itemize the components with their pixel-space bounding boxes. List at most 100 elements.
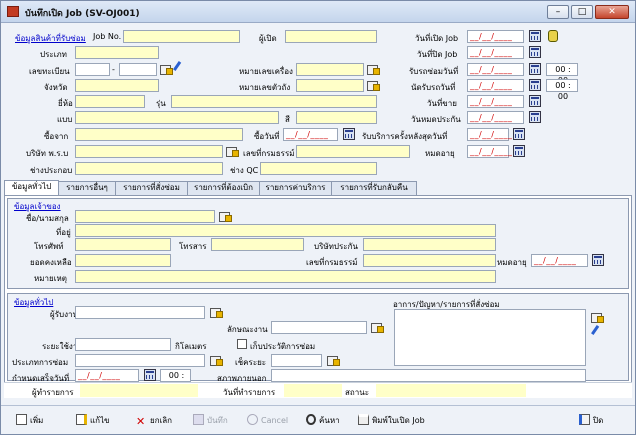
edit-button[interactable]: แก้ไข [76, 414, 110, 428]
owner-policy-input[interactable] [363, 254, 496, 267]
model-input[interactable] [171, 95, 377, 108]
minimize-button[interactable]: – [547, 5, 569, 19]
save-button[interactable]: บันทึก [193, 414, 228, 428]
policy-input[interactable] [296, 145, 410, 158]
fax-input[interactable] [211, 238, 304, 251]
calendar-icon[interactable] [513, 128, 525, 140]
opener-input[interactable] [285, 30, 377, 43]
calendar-icon[interactable] [592, 254, 604, 266]
province-input[interactable] [75, 79, 159, 92]
sale-date-input[interactable]: __/__/____ [467, 95, 524, 108]
series-input[interactable] [75, 111, 279, 124]
calendar-icon[interactable] [513, 145, 525, 157]
type-input[interactable] [75, 46, 159, 59]
tab-repair-items[interactable]: รายการที่สั่งซ่อม [115, 181, 188, 195]
brand-input[interactable] [75, 95, 145, 108]
search-button[interactable]: ค้นหา [306, 414, 340, 428]
lookup-icon[interactable] [367, 80, 380, 91]
insurer-label: บริษัท พ.ร.บ [26, 149, 69, 158]
general-info-link[interactable]: ข้อมูลทั่วไป [14, 298, 54, 307]
calendar-icon[interactable] [529, 63, 541, 75]
open-date-input[interactable]: __/__/____ [467, 30, 524, 43]
tab-other[interactable]: รายการอื่นๆ [58, 181, 116, 195]
new-document-icon [16, 414, 27, 425]
cancel-button[interactable]: Cancel [247, 414, 288, 428]
calendar-icon[interactable] [343, 128, 355, 140]
warranty-date-input[interactable]: __/__/____ [467, 111, 524, 124]
repair-type-input[interactable] [75, 354, 205, 367]
note-input[interactable] [75, 270, 496, 283]
due-time-input[interactable]: 00 : 00 [160, 369, 191, 391]
keep-history-checkbox[interactable] [237, 339, 247, 349]
lookup-icon[interactable] [367, 64, 380, 75]
calendar-icon[interactable] [529, 79, 541, 91]
close-button[interactable]: ปิด [579, 414, 603, 428]
expire-date-input[interactable]: __/__/____ [467, 145, 512, 158]
receive-date-input[interactable]: __/__/____ [467, 63, 524, 76]
bought-from-input[interactable] [75, 128, 243, 141]
appoint-date-input[interactable]: __/__/____ [467, 79, 524, 92]
lookup-icon[interactable] [210, 307, 223, 318]
last-service-label: รับบริการครั้งหลังสุดวันที่ [362, 132, 448, 141]
tab-general[interactable]: ข้อมูลทั่วไป [4, 180, 59, 195]
bought-from-label: ซื้อจาก [44, 132, 69, 141]
close-window-button[interactable]: ✕ [595, 5, 629, 19]
tab-service-charges[interactable]: รายการค่าบริการ [259, 181, 332, 195]
tab-returned-items[interactable]: รายการที่รับกลับคืน [331, 181, 417, 195]
print-button[interactable]: พิมพ์ใบเปิด Job [358, 414, 425, 428]
symptom-input[interactable] [271, 321, 367, 334]
calendar-icon[interactable] [529, 95, 541, 107]
last-service-date-input[interactable]: __/__/____ [467, 128, 512, 141]
tab-parts-requisition[interactable]: รายการที่ต้องเบิก [187, 181, 260, 195]
outside-label: สภาพภายนอก [217, 374, 267, 383]
lookup-icon[interactable] [160, 64, 173, 75]
engine-no-input[interactable] [296, 63, 364, 76]
color-label: สี [285, 115, 290, 124]
owner-name-input[interactable] [75, 210, 215, 223]
add-button[interactable]: เพิ่ม [16, 414, 43, 428]
appoint-time-input[interactable]: 00 : 00 [546, 79, 578, 101]
lookup-icon[interactable] [371, 322, 384, 333]
job-no-input[interactable] [123, 30, 240, 43]
receiver-input[interactable] [75, 306, 205, 319]
outside-input[interactable] [271, 369, 586, 382]
appoint-date-label: นัดรับรถวันที่ [411, 83, 456, 92]
balance-label: ยอดคงเหลือ [30, 258, 72, 267]
note-label: หมายเหตุ [34, 274, 67, 283]
reg-no-suffix-input[interactable] [119, 63, 157, 76]
insurer-input[interactable] [75, 145, 223, 158]
address-input[interactable] [75, 224, 496, 237]
maximize-button[interactable]: □ [571, 5, 593, 19]
owner-expire-date-input[interactable]: __/__/____ [531, 254, 588, 267]
due-date-input[interactable]: __/__/____ [75, 369, 139, 382]
balance-input[interactable] [75, 254, 171, 267]
pen-icon[interactable] [173, 61, 187, 75]
product-info-link[interactable]: ข้อมูลสินค้าที่รับซ่อม [15, 34, 86, 43]
calendar-icon[interactable] [144, 369, 156, 381]
calendar-icon[interactable] [529, 46, 541, 58]
chassis-no-input[interactable] [296, 79, 364, 92]
bought-date-input[interactable]: __/__/____ [283, 128, 338, 141]
owner-info-link[interactable]: ข้อมูลเจ้าของ [14, 202, 61, 211]
phone-input[interactable] [75, 238, 171, 251]
color-input[interactable] [296, 111, 377, 124]
qc-input[interactable] [260, 162, 377, 175]
lookup-icon[interactable] [226, 146, 239, 157]
receive-time-input[interactable]: 00 : 00 [546, 63, 578, 85]
calendar-icon[interactable] [529, 111, 541, 123]
problem-textarea[interactable] [394, 309, 586, 366]
open-date-label: วันที่เปิด Job [415, 34, 459, 43]
lookup-icon[interactable] [210, 355, 223, 366]
owner-name-label: ชื่อ/นามสกุล [26, 214, 69, 223]
lookup-icon[interactable] [591, 312, 604, 323]
check-distance-input[interactable] [271, 354, 322, 367]
lookup-icon[interactable] [327, 355, 340, 366]
lookup-icon[interactable] [219, 211, 232, 222]
owner-insurer-input[interactable] [363, 238, 496, 251]
technician-input[interactable] [75, 162, 223, 175]
close-date-input[interactable]: __/__/____ [467, 46, 524, 59]
cancel-document-button[interactable]: ✕ยกเลิก [136, 414, 172, 428]
calendar-icon[interactable] [529, 30, 541, 42]
reg-no-prefix-input[interactable] [75, 63, 110, 76]
distance-input[interactable] [75, 338, 171, 351]
